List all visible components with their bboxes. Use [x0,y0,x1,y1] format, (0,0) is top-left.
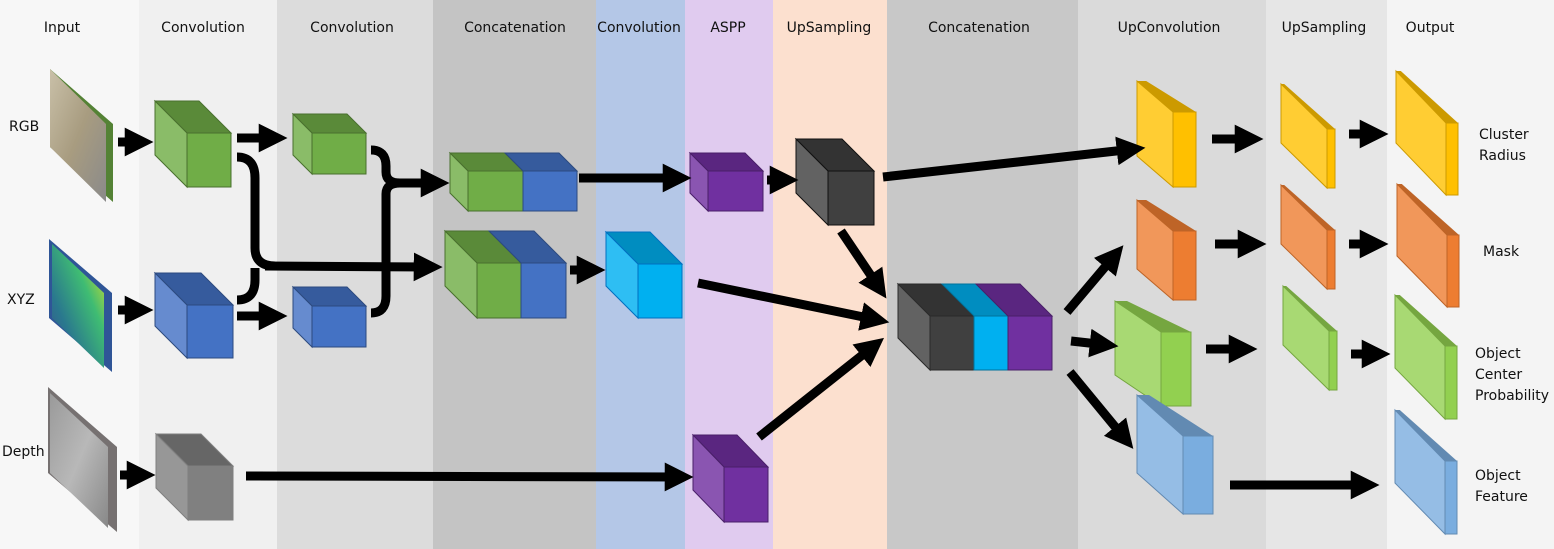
conv-cyan-block [604,230,684,320]
concat-rgb-xyz-small-block [448,151,579,213]
column-header: UpSampling [787,20,872,36]
column-header: UpConvolution [1118,20,1221,36]
conv2-rgb-block [291,112,368,176]
connection-arrows [118,119,1391,500]
column-header: Convolution [161,20,245,36]
output-mask-block [1396,182,1460,309]
column-header: Concatenation [928,20,1030,36]
column-header: Output [1406,20,1455,36]
column-header: Concatenation [464,20,566,36]
xyz-image [49,239,112,372]
arrow [1070,328,1119,358]
output-center-block [1394,293,1458,421]
output-label: Mask [1483,244,1520,260]
concat-final-block [896,282,1054,372]
arrow [1063,245,1124,315]
input-label-rgb: RGB [9,119,39,135]
upconv-mask-block [1136,198,1197,302]
input-label-depth: Depth [2,444,45,460]
upconv-feature-block [1136,393,1214,516]
column-header: ASPP [710,20,745,36]
arrow [1066,369,1134,449]
conv1-rgb-block [153,99,233,189]
output-feature-block [1394,408,1458,536]
conv1-xyz-block [153,271,235,360]
column-band [277,0,433,549]
aspp-bottom-block [691,433,770,524]
upsample-dark-block [794,137,876,227]
column-headers: Input Convolution Convolution Concatenation… [44,20,1455,36]
column-header: Convolution [310,20,394,36]
arrow [837,228,887,299]
upconv-radius-block [1136,79,1197,189]
output-radius-block [1395,69,1459,197]
conv2-xyz-block [291,285,368,349]
arrow [264,252,443,282]
depth-image [48,387,117,532]
column-header: Convolution [597,20,681,36]
input-label-xyz: XYZ [7,292,35,308]
aspp-top-block [688,151,765,213]
column-header: Input [44,20,81,36]
connector-line [370,178,401,318]
upsample-radius-block [1280,82,1336,190]
arrow [245,462,694,492]
upsample-mask-block [1280,183,1336,291]
column-band [887,0,1078,549]
connector-line [236,152,276,271]
rgb-image [50,69,113,202]
arrow [756,337,885,441]
upsample-center-block [1282,284,1338,392]
conv1-depth-block [154,432,235,522]
arrow [697,278,890,331]
concat-rgb-xyz-large-block [443,229,568,320]
arrow [882,136,1146,182]
column-header: UpSampling [1282,20,1367,36]
connector-line [236,268,260,305]
